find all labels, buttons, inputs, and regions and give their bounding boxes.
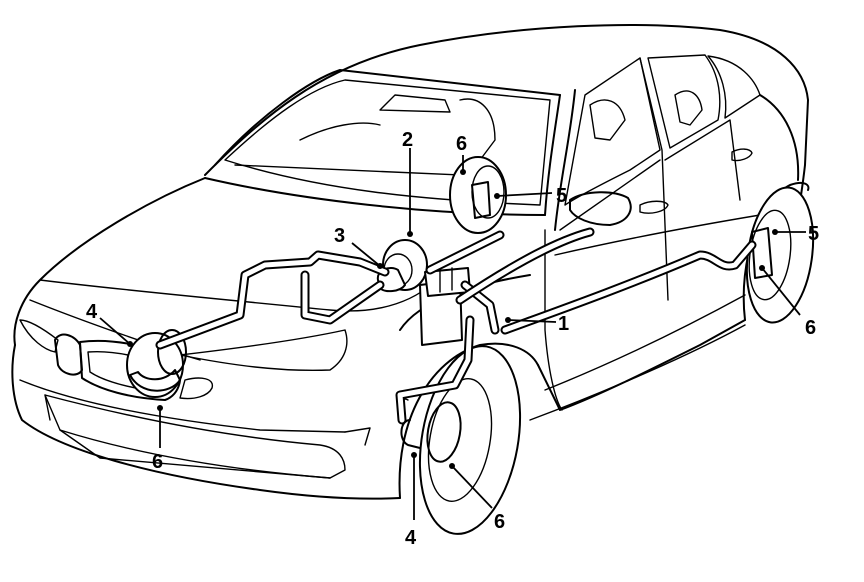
callout-4-front-right: 4 <box>405 527 417 549</box>
rear-right-wheel <box>745 186 815 324</box>
callout-2: 2 <box>402 129 413 151</box>
callout-5-rear-left: 5 <box>556 185 567 207</box>
callout-4-front-left: 4 <box>86 301 98 323</box>
front-left-wheel <box>126 329 187 398</box>
front-right-wheel <box>400 345 522 535</box>
rear-left-wheel <box>449 156 507 234</box>
abs-control-unit <box>419 267 471 346</box>
callout-3: 3 <box>334 225 345 247</box>
callout-6-front-left: 6 <box>152 451 163 473</box>
callout-6-rear-left: 6 <box>456 133 467 155</box>
callout-1: 1 <box>558 313 569 335</box>
callout-labels: 1 2 3 4 4 5 5 6 6 6 6 <box>86 129 819 549</box>
brake-lines <box>155 227 757 425</box>
callout-6-front-right: 6 <box>494 511 505 533</box>
callout-leaders <box>99 148 806 520</box>
callout-5-rear-right: 5 <box>808 223 819 245</box>
callout-6-rear-right: 6 <box>805 317 816 339</box>
